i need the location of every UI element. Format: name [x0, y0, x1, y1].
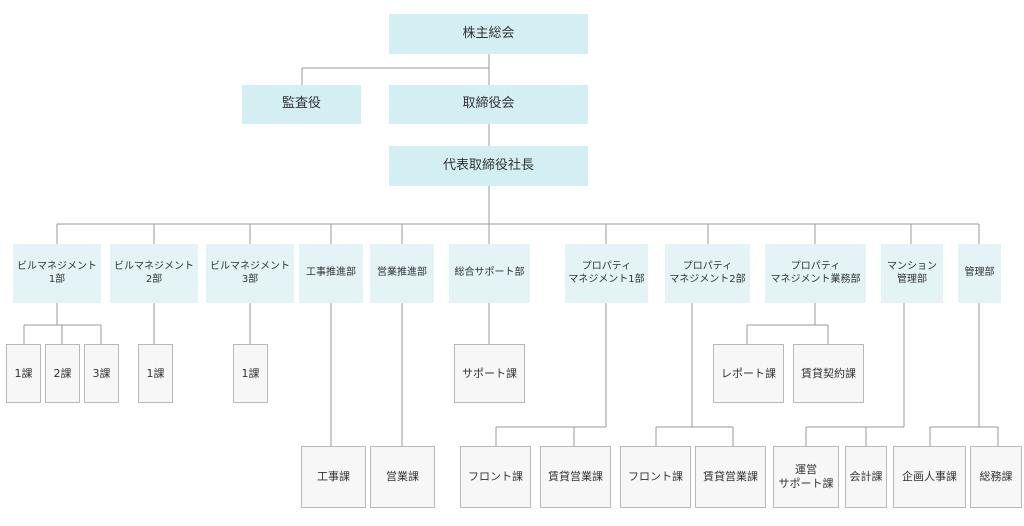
dept-construction: 工事推進部: [299, 244, 363, 303]
section-construction: 工事課: [301, 446, 366, 508]
dept-building-management-3: ビルマネジメント 3部: [206, 244, 294, 303]
dept-property-management-1: プロパティ マネジメント1部: [565, 244, 648, 303]
dept-property-management-operations: プロパティ マネジメント業務部: [765, 244, 866, 303]
section-report: レポート課: [713, 344, 784, 403]
dept-building-management-2: ビルマネジメント 2部: [110, 244, 198, 303]
president-box: 代表取締役社長: [389, 146, 588, 186]
dept-sales-promotion: 営業推進部: [370, 244, 434, 303]
section-pm2-front: フロント課: [620, 446, 691, 508]
dept-mansion-management: マンション 管理部: [881, 244, 943, 303]
section-support: サポート課: [454, 344, 525, 403]
section-pm1-leasing-sales: 賃貸営業課: [540, 446, 611, 508]
board-of-directors-box: 取締役会: [389, 85, 588, 124]
section-bm1-1ka: 1課: [6, 344, 41, 403]
section-sales: 営業課: [370, 446, 435, 508]
section-operations-support: 運営 サポート課: [773, 446, 839, 508]
section-bm1-2ka: 2課: [45, 344, 80, 403]
section-planning-hr: 企画人事課: [893, 446, 966, 508]
section-lease-contract: 賃貸契約課: [793, 344, 864, 403]
dept-property-management-2: プロパティ マネジメント2部: [665, 244, 750, 303]
section-general-affairs: 総務課: [970, 446, 1022, 508]
section-pm2-leasing-sales: 賃貸営業課: [695, 446, 766, 508]
section-accounting: 会計課: [845, 446, 887, 508]
dept-administration: 管理部: [958, 244, 1001, 303]
shareholders-meeting-box: 株主総会: [389, 14, 588, 54]
dept-building-management-1: ビルマネジメント 1部: [13, 244, 101, 303]
section-pm1-front: フロント課: [460, 446, 531, 508]
section-bm2-1ka: 1課: [138, 344, 173, 403]
dept-general-support: 総合サポート部: [449, 244, 530, 303]
section-bm3-1ka: 1課: [233, 344, 268, 403]
auditor-box: 監査役: [242, 85, 361, 124]
section-bm1-3ka: 3課: [84, 344, 119, 403]
